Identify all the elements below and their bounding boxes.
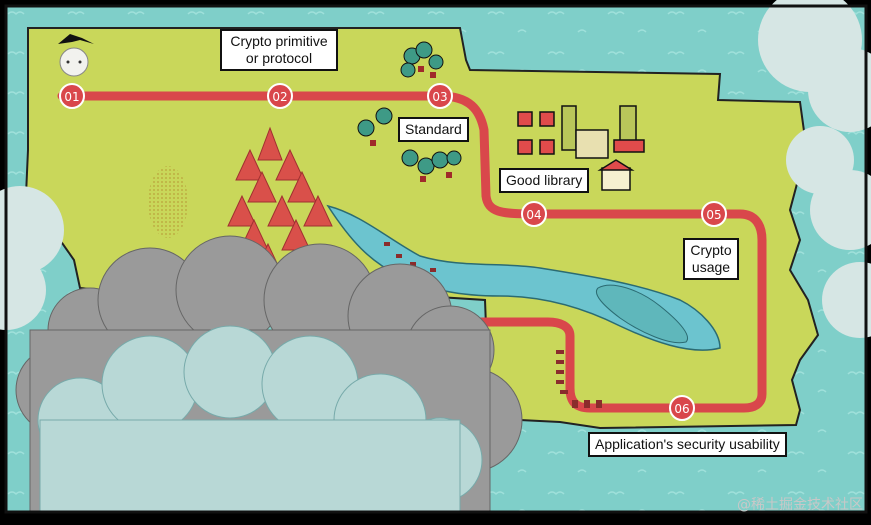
label-app-security: Application's security usability <box>588 432 787 457</box>
label-good-library: Good library <box>499 168 590 193</box>
trees-west <box>357 107 393 146</box>
railway-ties <box>556 350 602 408</box>
trees-south <box>401 149 462 182</box>
station-01: 01 <box>59 83 85 109</box>
town <box>517 105 645 191</box>
station-06: 06 <box>669 395 695 421</box>
svg-text:03: 03 <box>432 90 447 104</box>
station-04: 04 <box>521 201 547 227</box>
watermark: @稀土掘金技术社区 <box>737 497 863 513</box>
cloud-light <box>37 325 483 513</box>
label-standard: Standard <box>398 117 469 142</box>
station-02: 02 <box>267 83 293 109</box>
label-crypto-usage-line1: Crypto <box>690 242 732 258</box>
river-boats <box>384 242 436 272</box>
cloud-left <box>0 186 64 330</box>
start-character <box>58 34 94 77</box>
station-03: 03 <box>427 83 453 109</box>
label-crypto-usage: Crypto usage <box>683 238 739 280</box>
lake <box>596 284 688 344</box>
svg-text:06: 06 <box>674 402 689 416</box>
hill <box>148 166 188 238</box>
route-path <box>57 91 767 413</box>
cloud-right <box>758 0 871 338</box>
station-05: 05 <box>701 201 727 227</box>
label-crypto-primitive-line2: or protocol <box>245 50 313 66</box>
svg-text:01: 01 <box>64 90 79 104</box>
svg-text:04: 04 <box>526 208 541 222</box>
label-crypto-primitive-line1: Crypto primitive <box>230 33 328 49</box>
svg-text:05: 05 <box>706 208 721 222</box>
svg-text:02: 02 <box>272 90 287 104</box>
label-crypto-usage-line2: usage <box>691 259 731 275</box>
label-crypto-primitive: Crypto primitive or protocol <box>220 29 338 71</box>
trees-north <box>400 41 444 78</box>
